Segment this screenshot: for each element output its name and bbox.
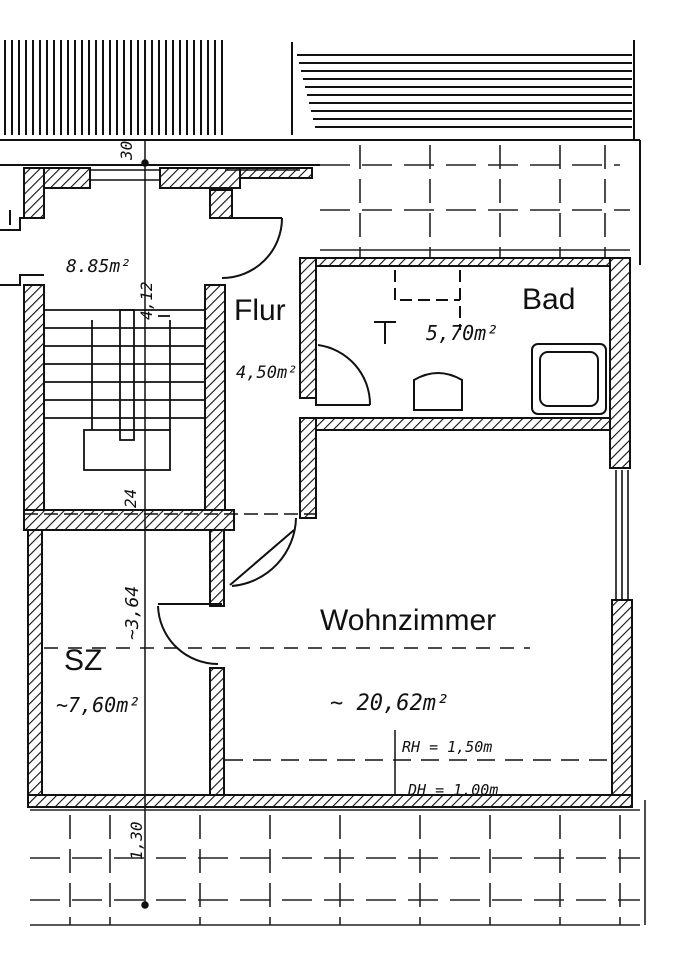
dim-wall: 24 — [121, 489, 140, 508]
roof-grid-bottom — [30, 800, 646, 926]
dim-top: 30 — [117, 141, 136, 161]
dimension-lines — [24, 140, 610, 909]
room-name-flur: Flur — [234, 294, 286, 327]
room-name-sz: SZ — [64, 644, 102, 677]
dim-balcony: 1,30 — [127, 821, 146, 860]
roof-edge-left — [4, 40, 223, 135]
room-name-bad: Bad — [522, 283, 575, 316]
roof-grid-top — [320, 145, 630, 260]
walls — [23, 167, 633, 808]
area-flur: 4,50m² — [236, 363, 297, 383]
dim-stair-length: 4,12 — [137, 281, 156, 320]
windows — [90, 169, 629, 600]
roof-edge-right — [291, 40, 635, 140]
toilet-icon — [413, 372, 463, 411]
staircase — [44, 309, 205, 471]
area-treppenhaus: 8.85m² — [66, 256, 131, 277]
height-dh: DH = 1.00m — [407, 781, 498, 799]
bathtub-icon — [531, 343, 607, 415]
eave-lines — [0, 139, 641, 265]
bath-fixtures — [374, 270, 607, 415]
dim-sz-length: ~3,64 — [122, 586, 143, 640]
doors — [157, 217, 372, 665]
height-rh: RH = 1,50m — [402, 738, 492, 756]
room-name-wohnzimmer: Wohnzimmer — [320, 604, 496, 637]
area-sz: ~7,60m² — [56, 693, 140, 717]
entrance — [0, 210, 44, 286]
area-bad: 5,70m² — [426, 321, 498, 345]
area-wohnzimmer: ~ 20,62m² — [330, 691, 449, 716]
